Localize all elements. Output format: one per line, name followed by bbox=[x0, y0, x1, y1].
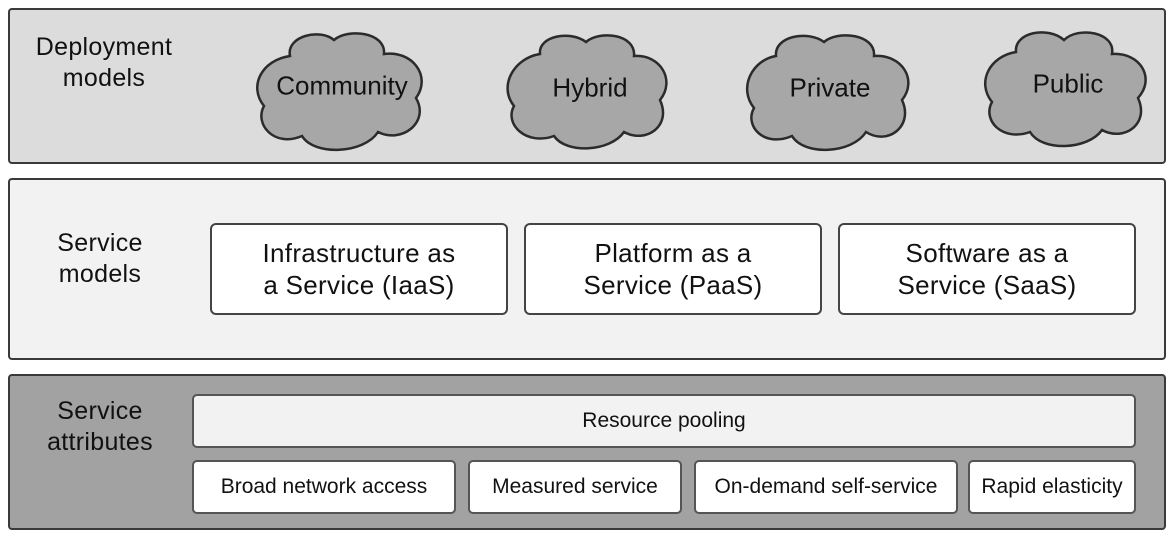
attribute-measured-service: Measured service bbox=[468, 460, 682, 514]
deployment-models-band: Deployment models Community Hybrid Priva… bbox=[8, 8, 1166, 164]
attribute-broad-network-access: Broad network access bbox=[192, 460, 456, 514]
cloud-private: Private bbox=[740, 28, 920, 156]
service-model-iaas: Infrastructure as a Service (IaaS) bbox=[210, 223, 508, 315]
deployment-models-label: Deployment models bbox=[35, 33, 173, 92]
attribute-rapid-elasticity: Rapid elasticity bbox=[968, 460, 1136, 514]
cloud-hybrid: Hybrid bbox=[500, 28, 680, 156]
cloud-icon bbox=[983, 31, 1147, 148]
service-attributes-band: Service attributes Resource pooling Broa… bbox=[8, 374, 1166, 530]
service-model-paas: Platform as a Service (PaaS) bbox=[524, 223, 822, 315]
cloud-community: Community bbox=[252, 26, 432, 154]
service-models-band: Service models Infrastructure as a Servi… bbox=[8, 178, 1166, 360]
cloud-public: Public bbox=[978, 24, 1158, 152]
service-attributes-label: Service attributes bbox=[47, 397, 153, 456]
cloud-label-community: Community bbox=[276, 70, 408, 101]
cloud-label-public: Public bbox=[1032, 68, 1104, 99]
cloud-icon bbox=[745, 34, 910, 151]
service-model-saas: Software as a Service (SaaS) bbox=[838, 223, 1136, 315]
attribute-resource-pooling: Resource pooling bbox=[192, 394, 1136, 448]
cloud-icon bbox=[506, 34, 668, 150]
service-models-label: Service models bbox=[57, 229, 143, 288]
cloud-label-hybrid: Hybrid bbox=[552, 72, 628, 103]
cloud-icon bbox=[256, 32, 423, 151]
attribute-on-demand-self-service: On-demand self-service bbox=[694, 460, 958, 514]
cloud-label-private: Private bbox=[789, 72, 871, 103]
